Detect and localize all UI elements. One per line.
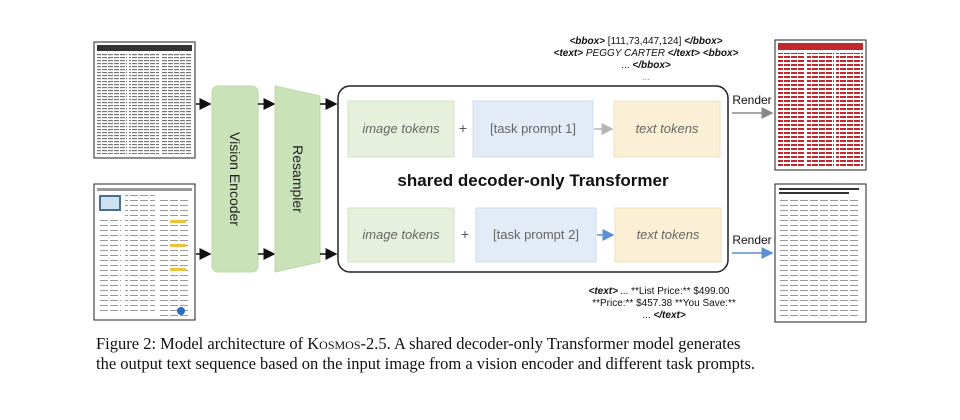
image-tokens-box-2 xyxy=(347,207,455,263)
caption-line-2: the output text sequence based on the in… xyxy=(96,354,756,373)
output-top-line-2: <text> PEGGY CARTER </text> <bbox> xyxy=(554,48,739,59)
input-webpage-image xyxy=(93,183,196,321)
vision-encoder-block: Vision Encoder xyxy=(211,85,259,273)
output-top-line-4: ... xyxy=(642,72,650,83)
output-top-line-3: ... </bbox> xyxy=(621,60,671,71)
plus-sign-2: + xyxy=(461,226,469,242)
resampler-block: Resampler xyxy=(274,85,321,273)
text-tokens-box-1 xyxy=(613,100,721,158)
text-tokens-label-1: text tokens xyxy=(636,121,699,136)
output-top-line-1: <bbox> [111,73,447,124] </bbox> xyxy=(569,36,722,47)
output-bottom-line-2: **Price:** $457.38 **You Save:** xyxy=(592,298,736,309)
output-bottom-line-1: <text>... **List Price:** $499.00 xyxy=(589,286,730,297)
rendered-output-markdown xyxy=(774,183,867,323)
text-tokens-label-2: text tokens xyxy=(637,227,700,242)
vision-encoder-label: Vision Encoder xyxy=(227,132,243,226)
output-text-bottom: <text>... **List Price:** $499.00 **Pric… xyxy=(589,286,736,321)
transformer-block: image tokens + [task prompt 1] text toke… xyxy=(337,85,729,273)
figure-caption: Figure 2: Model architecture of Kosmos-2… xyxy=(96,334,876,374)
image-tokens-label-2: image tokens xyxy=(362,227,440,242)
output-bottom-line-3: ... </text> xyxy=(642,310,686,321)
render-label-2: Render xyxy=(732,233,771,247)
task-prompt-box-2 xyxy=(475,207,597,263)
architecture-diagram: Vision Encoder Resampler image tokens + … xyxy=(93,36,867,323)
plus-sign-1: + xyxy=(459,120,467,136)
resampler-label: Resampler xyxy=(290,145,306,213)
text-tokens-box-2 xyxy=(614,207,722,263)
task-prompt-box-1 xyxy=(472,100,594,158)
caption-lead: Figure 2: Model architecture of xyxy=(96,334,308,353)
output-text-top: <bbox> [111,73,447,124] </bbox> <text> P… xyxy=(554,36,739,83)
task-prompt-label-2: [task prompt 2] xyxy=(493,227,579,242)
caption-model-name: Kosmos xyxy=(307,334,361,353)
caption-line1-rest: -2.5. A shared decoder-only Transformer … xyxy=(360,334,741,353)
render-label-1: Render xyxy=(732,93,771,107)
transformer-title: shared decoder-only Transformer xyxy=(397,171,669,190)
image-tokens-box-1 xyxy=(347,100,455,158)
rendered-output-newspaper xyxy=(774,39,867,171)
task-prompt-label-1: [task prompt 1] xyxy=(490,121,576,136)
input-newspaper-image xyxy=(93,41,196,159)
image-tokens-label-1: image tokens xyxy=(362,121,440,136)
